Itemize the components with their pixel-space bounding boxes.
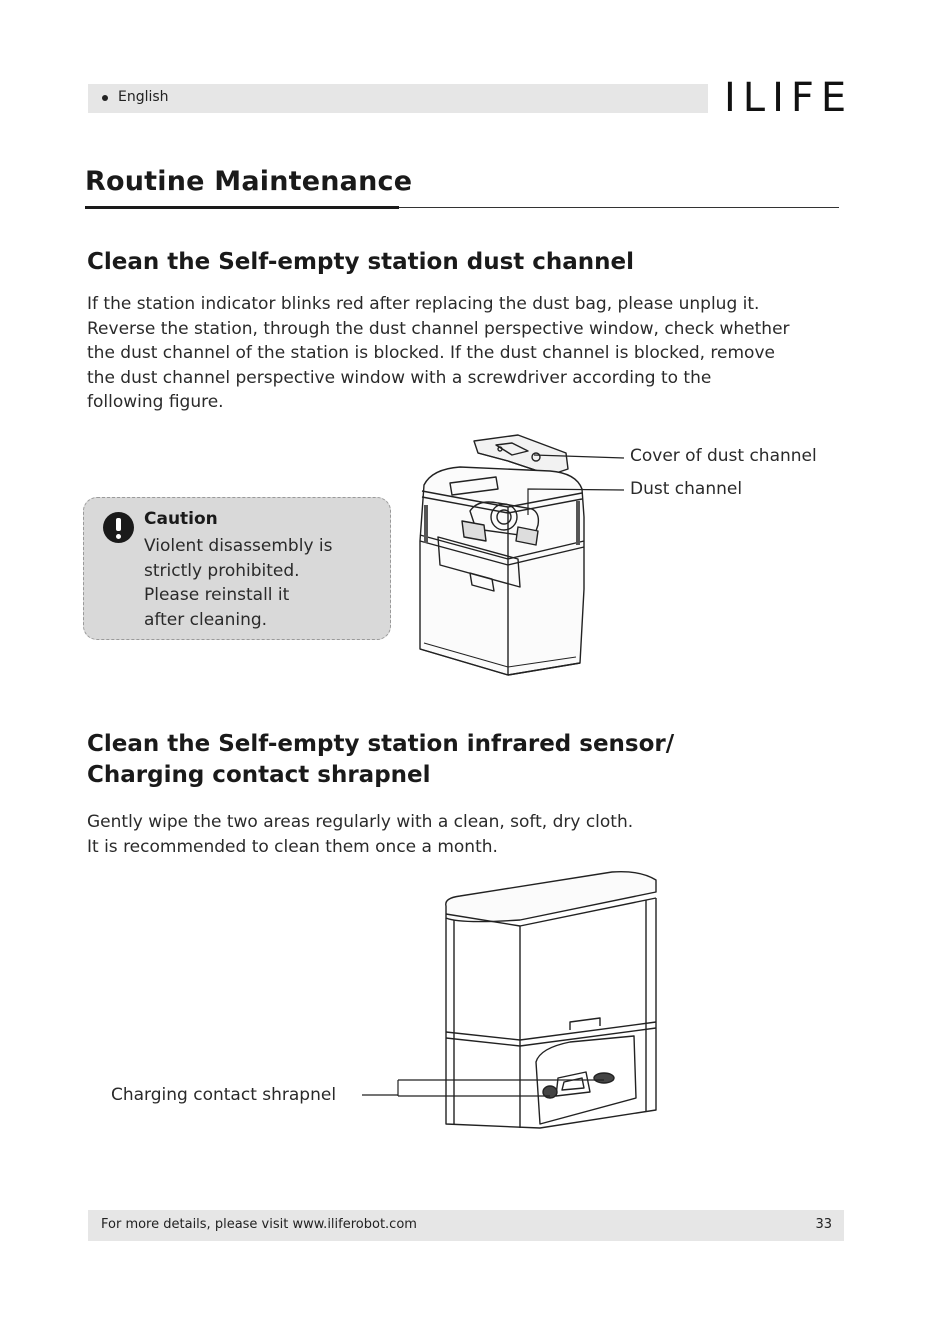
- body-line: the dust channel perspective window with…: [87, 367, 712, 388]
- heading-line: Charging contact shrapnel: [87, 762, 431, 788]
- caution-line: after cleaning.: [144, 609, 268, 630]
- caution-line: strictly prohibited.: [144, 560, 300, 581]
- body-line: following figure.: [87, 392, 224, 413]
- charging-contact-figure: [362, 870, 657, 1129]
- callout-cover-label: Cover of dust channel: [630, 446, 817, 466]
- caution-line: Please reinstall it: [144, 585, 290, 605]
- language-bar: English: [88, 84, 708, 113]
- section-title: Routine Maintenance: [85, 166, 413, 197]
- bullet-icon: [102, 95, 108, 101]
- body-line: the dust channel of the station is block…: [87, 343, 775, 364]
- footer-bar: For more details, please visit www.ilife…: [88, 1210, 844, 1241]
- callout-leaders: [362, 1079, 604, 1097]
- station-illustration: [419, 466, 585, 676]
- dust-channel-figure: [419, 434, 625, 676]
- callout-shrapnel-label: Charging contact shrapnel: [111, 1085, 337, 1105]
- body-line: It is recommended to clean them once a m…: [87, 836, 498, 857]
- dust-channel-heading: Clean the Self-empty station dust channe…: [87, 249, 635, 275]
- footer-link-text: For more details, please visit www.ilife…: [101, 1217, 417, 1232]
- caution-box: Caution Violent disassembly is strictly …: [83, 497, 391, 640]
- brand-logo: ILIFE: [724, 75, 854, 121]
- callout-leaders: [527, 454, 625, 515]
- caution-title: Caution: [144, 509, 218, 529]
- page-number: 33: [815, 1217, 832, 1232]
- body-line: Reverse the station, through the dust ch…: [87, 318, 790, 339]
- sensor-instructions: Gently wipe the two areas regularly with…: [87, 810, 727, 859]
- body-line: Gently wipe the two areas regularly with…: [87, 812, 634, 832]
- heading-line: Clean the Self-empty station infrared se…: [87, 731, 675, 757]
- title-underline: [85, 206, 399, 209]
- language-label: English: [118, 89, 169, 105]
- caution-text: Violent disassembly is strictly prohibit…: [144, 534, 384, 632]
- callout-channel-label: Dust channel: [630, 479, 743, 499]
- caution-line: Violent disassembly is: [144, 536, 333, 556]
- dust-channel-instructions: If the station indicator blinks red afte…: [87, 292, 852, 415]
- body-line: If the station indicator blinks red afte…: [87, 294, 760, 314]
- title-divider: [85, 207, 839, 208]
- sensor-heading: Clean the Self-empty station infrared se…: [87, 729, 787, 791]
- exclamation-icon: [103, 512, 134, 543]
